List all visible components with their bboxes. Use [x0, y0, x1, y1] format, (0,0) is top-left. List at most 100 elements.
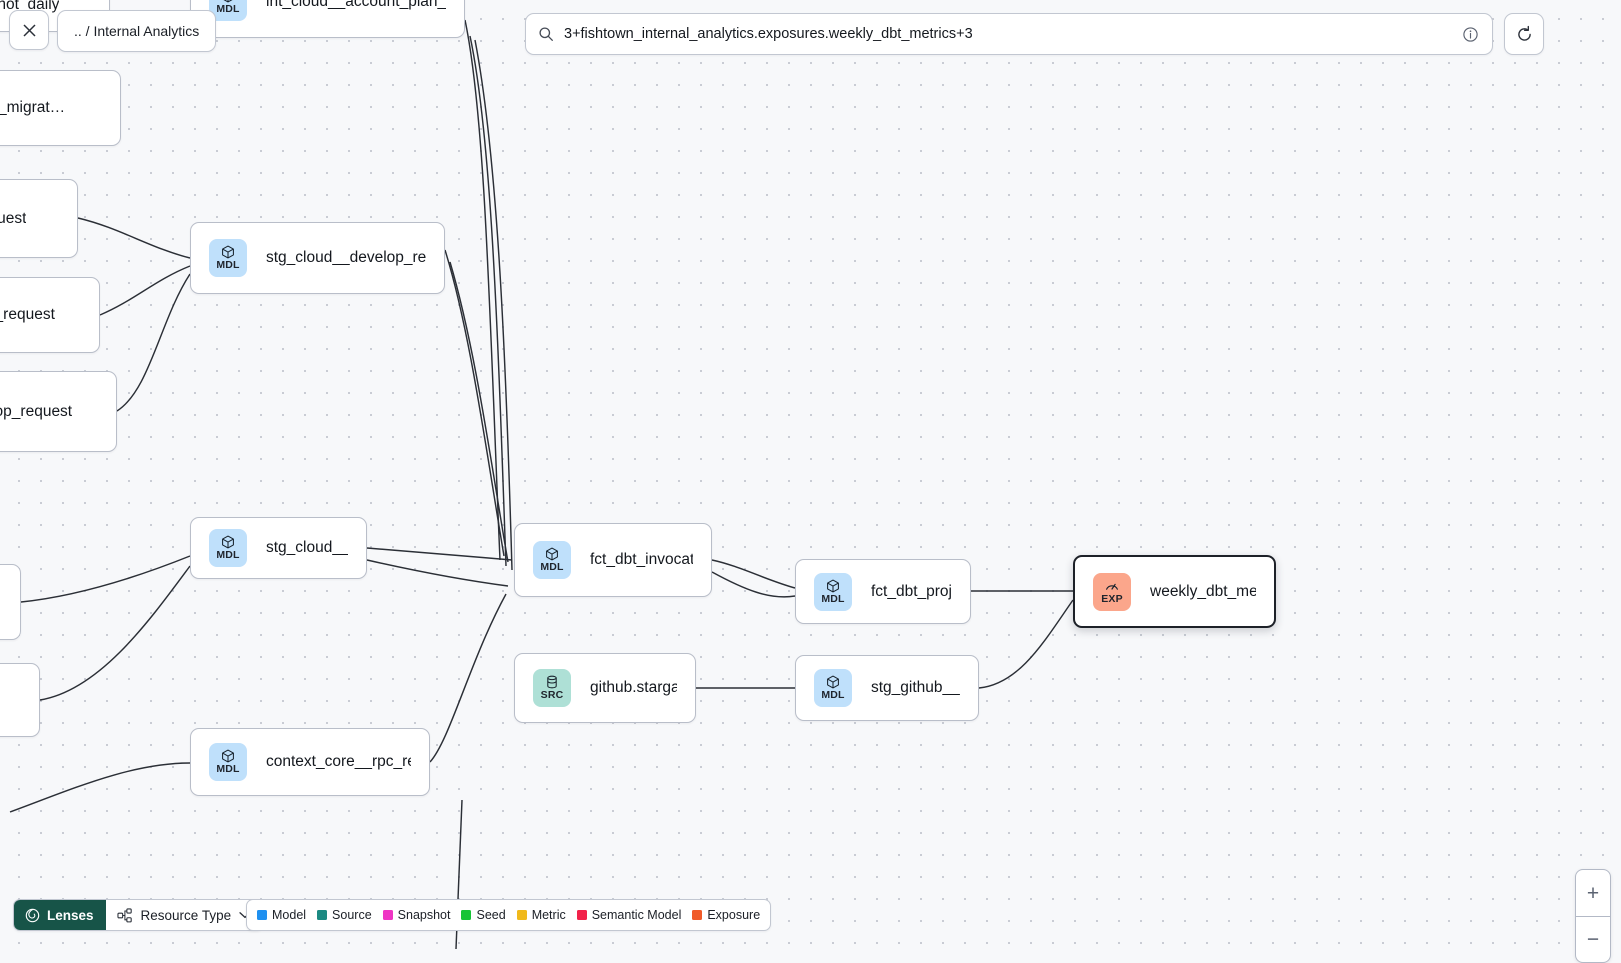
- breadcrumb-label: .. / Internal Analytics: [74, 23, 199, 39]
- graph-node-fct_dbt_invocations[interactable]: MDL fct_dbt_invocations: [514, 523, 712, 597]
- refresh-icon: [1515, 25, 1534, 44]
- graph-node-fct_dbt_projects[interactable]: MDL fct_dbt_projects: [795, 559, 971, 624]
- lineage-edge: [78, 218, 190, 258]
- legend-swatch: [692, 910, 702, 920]
- lineage-edge: [712, 560, 795, 588]
- legend-label: Seed: [476, 908, 505, 922]
- resource-type-legend: Model Source Snapshot Seed Metric Semantic Mo…: [246, 899, 771, 931]
- lineage-edge: [465, 20, 500, 560]
- graph-node-left_n[interactable]: MDL…n: [0, 564, 21, 640]
- graph-node-develop_request_a[interactable]: MDL…p_request: [0, 179, 78, 258]
- node-type-badge-text: MDL: [216, 550, 239, 561]
- node-type-badge-text: SRC: [541, 690, 564, 701]
- graph-node-left_run[interactable]: MDL….run: [0, 663, 40, 737]
- lineage-edge: [450, 262, 508, 562]
- legend-item-semantic-model[interactable]: Semantic Model: [577, 908, 682, 922]
- resource-nodes-icon: [117, 908, 133, 923]
- lenses-button[interactable]: Lenses: [14, 900, 106, 930]
- lineage-edge: [100, 266, 190, 315]
- lineage-edge: [979, 600, 1073, 688]
- node-label: …p_request: [0, 210, 26, 228]
- node-label: stg_github__stars: [871, 679, 960, 697]
- cube-icon: [221, 535, 235, 549]
- graph-node-develop_request_c[interactable]: MDL…develop_request: [0, 371, 117, 452]
- graph-node-develop_request_b[interactable]: MDL…velop_request: [0, 277, 100, 353]
- node-label: stg_cloud__develop_requests: [266, 249, 426, 267]
- legend-swatch: [577, 910, 587, 920]
- refresh-button[interactable]: [1504, 13, 1544, 55]
- legend-swatch: [517, 910, 527, 920]
- legend-item-source[interactable]: Source: [317, 908, 372, 922]
- lineage-edge: [367, 548, 512, 560]
- cube-icon: [221, 245, 235, 259]
- lenses-label: Lenses: [47, 908, 94, 923]
- lineage-edge: [21, 556, 190, 602]
- node-label: int_cloud__account_plan_history: [266, 0, 446, 11]
- cube-icon: [221, 749, 235, 763]
- node-label: stg_cloud__runs: [266, 539, 348, 557]
- lineage-edge: [470, 36, 506, 566]
- resource-type-label: Resource Type: [141, 908, 232, 923]
- lens-spiral-icon: [25, 908, 40, 923]
- node-type-badge-text: MDL: [216, 260, 239, 271]
- node-label: multicell_migrat…: [0, 99, 65, 117]
- legend-item-metric[interactable]: Metric: [517, 908, 566, 922]
- legend-item-seed[interactable]: Seed: [461, 908, 505, 922]
- gauge-icon: [1105, 579, 1119, 593]
- node-type-badge-mdl: MDL: [533, 541, 571, 579]
- lineage-edge: [445, 250, 504, 556]
- graph-node-stg_cloud__runs[interactable]: MDL stg_cloud__runs: [190, 517, 367, 579]
- node-label: fct_dbt_invocations: [590, 551, 693, 569]
- legend-item-model[interactable]: Model: [257, 908, 306, 922]
- cube-icon: [826, 579, 840, 593]
- node-type-badge-mdl: MDL: [209, 239, 247, 277]
- legend-label: Metric: [532, 908, 566, 922]
- node-type-badge-mdl: MDL: [814, 573, 852, 611]
- lineage-edge: [475, 40, 512, 570]
- search-input[interactable]: [564, 26, 1452, 42]
- legend-label: Model: [272, 908, 306, 922]
- node-label: context_core__rpc_request: [266, 753, 411, 771]
- lineage-edge: [10, 763, 190, 812]
- legend-label: Exposure: [707, 908, 760, 922]
- node-type-badge-text: MDL: [540, 562, 563, 573]
- database-icon: [545, 675, 559, 689]
- zoom-in-button[interactable]: +: [1576, 870, 1610, 916]
- node-type-badge-mdl: MDL: [209, 529, 247, 567]
- node-label: …develop_request: [0, 403, 72, 421]
- close-button[interactable]: [9, 10, 49, 50]
- legend-swatch: [257, 910, 267, 920]
- search-bar[interactable]: [525, 13, 1493, 55]
- legend-label: Source: [332, 908, 372, 922]
- lineage-edge: [430, 594, 506, 762]
- breadcrumb[interactable]: .. / Internal Analytics: [57, 10, 216, 52]
- lineage-edge: [712, 572, 795, 597]
- legend-label: Snapshot: [398, 908, 451, 922]
- info-circle-icon[interactable]: [1462, 26, 1479, 43]
- node-type-badge-text: EXP: [1101, 594, 1123, 605]
- zoom-out-button[interactable]: −: [1576, 916, 1610, 962]
- graph-node-stg_cloud__develop_requests[interactable]: MDL stg_cloud__develop_requests: [190, 222, 445, 294]
- legend-item-exposure[interactable]: Exposure: [692, 908, 760, 922]
- node-label: fct_dbt_projects: [871, 583, 952, 601]
- close-icon: [21, 22, 38, 39]
- cube-icon: [545, 547, 559, 561]
- search-icon: [538, 26, 554, 42]
- lineage-edge: [40, 566, 190, 700]
- legend-swatch: [317, 910, 327, 920]
- lineage-edge: [367, 560, 508, 586]
- graph-node-multicell_migrate[interactable]: MDLmulticell_migrat…: [0, 70, 121, 146]
- legend-item-snapshot[interactable]: Snapshot: [383, 908, 451, 922]
- resource-type-dropdown[interactable]: Resource Type: [106, 900, 263, 930]
- node-type-badge-src: SRC: [533, 669, 571, 707]
- lens-control-group: Lenses Resource Type: [13, 899, 263, 931]
- node-label: …velop_request: [0, 306, 55, 324]
- legend-label: Semantic Model: [592, 908, 682, 922]
